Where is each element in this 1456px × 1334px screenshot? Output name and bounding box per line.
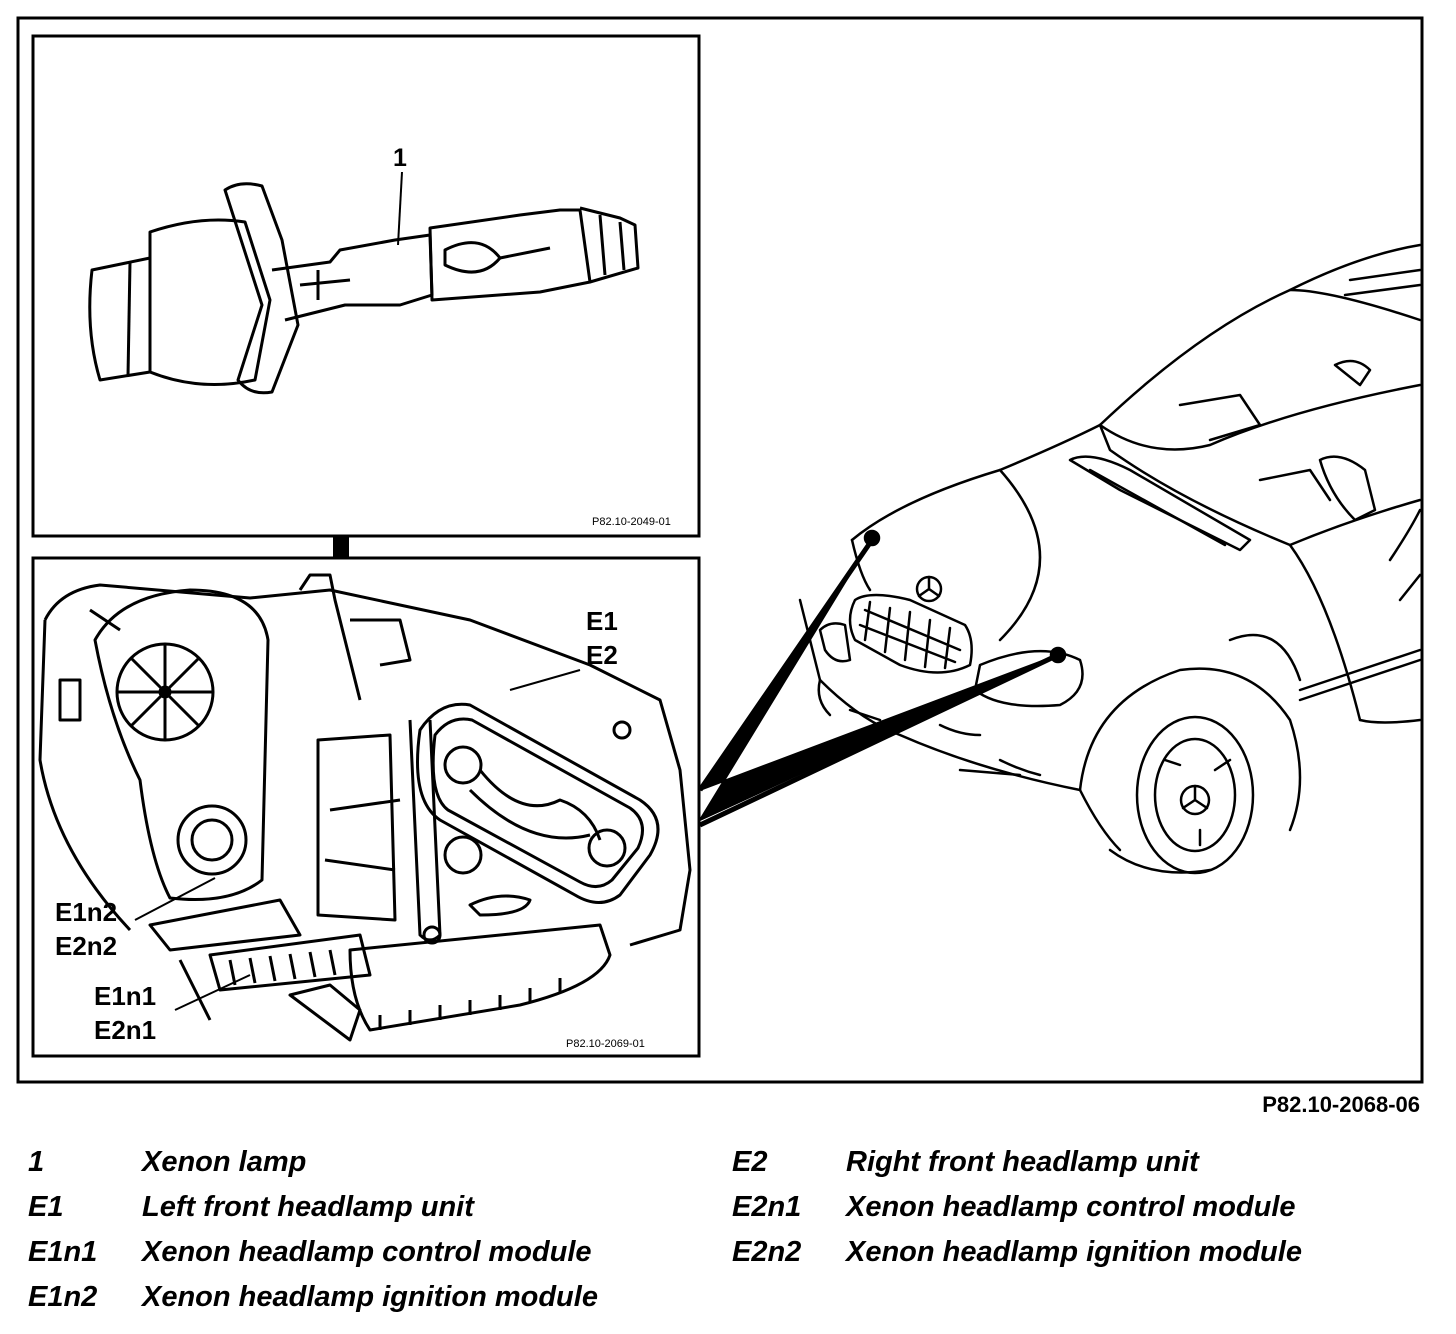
headlamp-panel: E1 E2 E1n2 E2n2 E1n1 E2n1 P82.10-2069-01 [31,556,701,1058]
outer-frame [16,16,1424,1084]
callout-line-e1n1-e2n1 [174,974,251,1011]
panel-connector [333,536,349,558]
figure-reference: P82.10-2068-06 [1262,1092,1420,1117]
callout-e2n2: E2n2 [55,931,117,961]
legend-right: E2 Right front headlamp unit E2n1 Xenon … [732,1140,1432,1280]
legend-description: Xenon headlamp control module [846,1191,1296,1223]
car-drawing [798,243,1422,875]
legend-code: 1 [28,1146,45,1178]
left-headlamp-location-dot [863,529,881,547]
headlamp-panel-ref: P82.10-2069-01 [566,1038,645,1050]
callout-e2: E2 [586,640,618,670]
legend-description: Right front headlamp unit [846,1146,1199,1178]
callout-line-e1n2-e2n2 [134,877,216,921]
legend-left: 1 Xenon lamp E1 Left front headlamp unit… [28,1140,708,1330]
callout-e2n1: E2n1 [94,1015,156,1045]
legend-row: E1n1 Xenon headlamp control module [28,1230,708,1275]
legend-code: E1 [28,1191,64,1223]
legend-row: 1 Xenon lamp [28,1140,708,1185]
lamp-panel-ref: P82.10-2049-01 [592,516,671,528]
legend-row: E2 Right front headlamp unit [732,1140,1432,1185]
callout-line-e1-e2 [509,669,581,691]
callout-e1n1: E1n1 [94,981,156,1011]
legend-code: E2n1 [732,1191,802,1223]
legend-code: E1n1 [28,1236,98,1268]
location-pointer-edge [697,538,1060,828]
legend-row: E1 Left front headlamp unit [28,1185,708,1230]
callout-e1n2: E1n2 [55,897,117,927]
legend-description: Xenon headlamp ignition module [142,1281,598,1313]
right-headlamp-location-dot [1049,646,1067,664]
legend-row: E1n2 Xenon headlamp ignition module [28,1275,708,1320]
legend-row: E2n1 Xenon headlamp control module [732,1185,1432,1230]
callout-line-1 [397,171,403,246]
legend-code: E2n2 [732,1236,802,1268]
legend-code: E2 [732,1146,768,1178]
legend-code: E1n2 [28,1281,98,1313]
lamp-panel: 1 P82.10-2049-01 [31,34,701,538]
legend-description: Xenon headlamp control module [142,1236,592,1268]
legend-description: Xenon lamp [142,1146,307,1178]
callout-1: 1 [393,144,407,172]
legend-description: Xenon headlamp ignition module [846,1236,1302,1268]
legend-description: Left front headlamp unit [142,1191,474,1223]
xenon-lamp-drawing [88,182,640,395]
callout-e1: E1 [586,606,618,636]
legend-row: E2n2 Xenon headlamp ignition module [732,1230,1432,1275]
headlamp-unit-drawing [38,573,692,1042]
